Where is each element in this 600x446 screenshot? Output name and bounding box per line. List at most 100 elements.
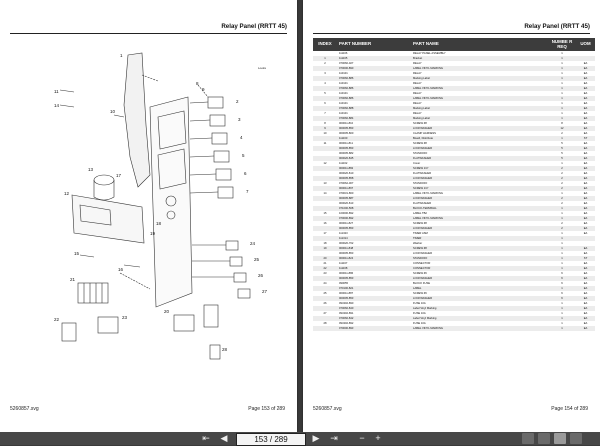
single-page-view-icon[interactable]: [522, 433, 534, 444]
cell-qty: 1: [561, 212, 563, 215]
callout-label: 15: [74, 251, 80, 256]
cell-index: 17: [323, 232, 327, 235]
cell-uom: EA: [583, 142, 588, 145]
cell-qty: 12: [548, 126, 576, 131]
two-page-view-icon[interactable]: [554, 433, 566, 444]
cell-uom: EA: [583, 282, 588, 285]
cell-part-number: 110101: [339, 112, 348, 115]
cell-part-name: FUSE 10A: [413, 312, 426, 315]
cell-part-name: Board, Distribute: [411, 136, 548, 141]
callout-label: 18: [156, 221, 162, 226]
callout-label: 13: [88, 167, 94, 172]
cell-index: 19: [313, 246, 337, 251]
cell-part-number: 111165: [337, 56, 411, 61]
cell-uom: EA: [583, 82, 588, 85]
cell-index: 7: [324, 112, 326, 115]
cell-qty: 5: [561, 152, 563, 155]
zoom-out-button[interactable]: −: [359, 433, 365, 443]
cell-part-number: 000011-897: [337, 186, 411, 191]
cell-part-name: LABEL VINYL MARKING: [411, 66, 548, 71]
cell-part-name: LOCKWASHER: [411, 146, 548, 151]
cell-part-name: FLATWASHER: [413, 202, 432, 205]
cell-part-number: 000020-810: [339, 172, 354, 175]
cell-part-number: 000011-886: [339, 272, 354, 275]
cell-part-name: CONNECTOR: [411, 266, 548, 271]
cell-index: [313, 96, 337, 101]
cell-qty: 1: [548, 326, 576, 331]
fullscreen-icon[interactable]: [570, 433, 582, 444]
cell-uom: EA: [583, 62, 588, 65]
callout-label: 26: [258, 273, 264, 278]
cell-part-number: 070060-886: [337, 76, 411, 81]
cell-part-number: 000011-811: [339, 142, 353, 145]
cell-part-name: FUSE 10A: [413, 302, 426, 305]
next-page-button[interactable]: ▶: [312, 433, 320, 443]
cell-part-number: 000005-853: [339, 252, 354, 255]
cell-part-number: 070031-860: [339, 192, 354, 195]
callout-label: 7: [246, 189, 249, 194]
cell-part-name: SCREW 1/4": [411, 186, 548, 191]
cell-part-name: Washer: [413, 242, 423, 245]
cell-uom: EA: [576, 286, 595, 291]
cell-part-number: 000011-810: [339, 122, 354, 125]
cell-index: 21: [323, 262, 327, 265]
cell-uom: EA: [583, 302, 588, 305]
prev-page-button[interactable]: ◀: [220, 433, 228, 443]
cell-qty: 1: [561, 92, 563, 95]
cell-part-number: 070000-890: [337, 66, 411, 71]
cell-part-number: 111168: [337, 266, 411, 271]
cell-part-number: 094302-891: [339, 312, 354, 315]
cell-uom: EA: [583, 112, 588, 115]
cell-qty: 1: [561, 262, 563, 265]
cell-part-name: FUSE 10A: [413, 322, 426, 325]
cell-part-name: LABEL VINYL MARKING: [411, 86, 548, 91]
cell-index: [313, 146, 337, 151]
cell-part-number: 110101: [339, 82, 348, 85]
cell-part-number: 000011-824: [337, 256, 411, 261]
footer-filename: 5260857.svg: [313, 406, 342, 412]
cell-qty: 2: [561, 182, 563, 185]
cell-part-number: 000005-853: [337, 226, 411, 231]
cell-index: 11: [323, 142, 327, 145]
cell-part-name: LABEL TB2: [413, 212, 427, 215]
cell-part-name: LOCKWASHER: [411, 226, 548, 231]
cell-qty: 1: [561, 302, 563, 305]
first-page-button[interactable]: ⇤: [202, 433, 210, 443]
cell-qty: 1: [561, 72, 563, 75]
scroll-view-icon[interactable]: [538, 433, 550, 444]
cell-uom: EA: [576, 216, 595, 221]
cell-uom: EA: [583, 172, 588, 175]
cell-qty: 1: [548, 86, 576, 91]
page-indicator-input[interactable]: 153 / 289: [236, 433, 306, 446]
cell-part-name: Bracket: [411, 56, 548, 61]
zoom-in-button[interactable]: +: [375, 433, 381, 443]
last-page-button[interactable]: ⇥: [330, 433, 338, 443]
cell-part-name: BLOCK-TERMINAL: [411, 206, 548, 211]
cell-qty: 1: [548, 236, 576, 241]
cell-part-name: STANDOFF: [413, 152, 428, 155]
cell-qty: 1: [561, 192, 563, 195]
cell-part-name: Label Vinyl Marking: [411, 316, 548, 321]
cell-qty: 5: [548, 156, 576, 161]
cell-part-name: LOCKWASHER: [411, 176, 548, 181]
cell-qty: 1: [548, 116, 576, 121]
cell-qty: 1: [561, 312, 563, 315]
cell-qty: 6: [561, 292, 563, 295]
cell-qty: 1: [548, 246, 576, 251]
cell-qty: 1: [548, 286, 576, 291]
cell-index: [313, 316, 337, 321]
title-rule: [313, 33, 590, 34]
cell-qty: 2: [561, 132, 563, 135]
cell-uom: EA: [576, 166, 595, 171]
cell-index: [313, 286, 337, 291]
cell-index: [313, 186, 337, 191]
